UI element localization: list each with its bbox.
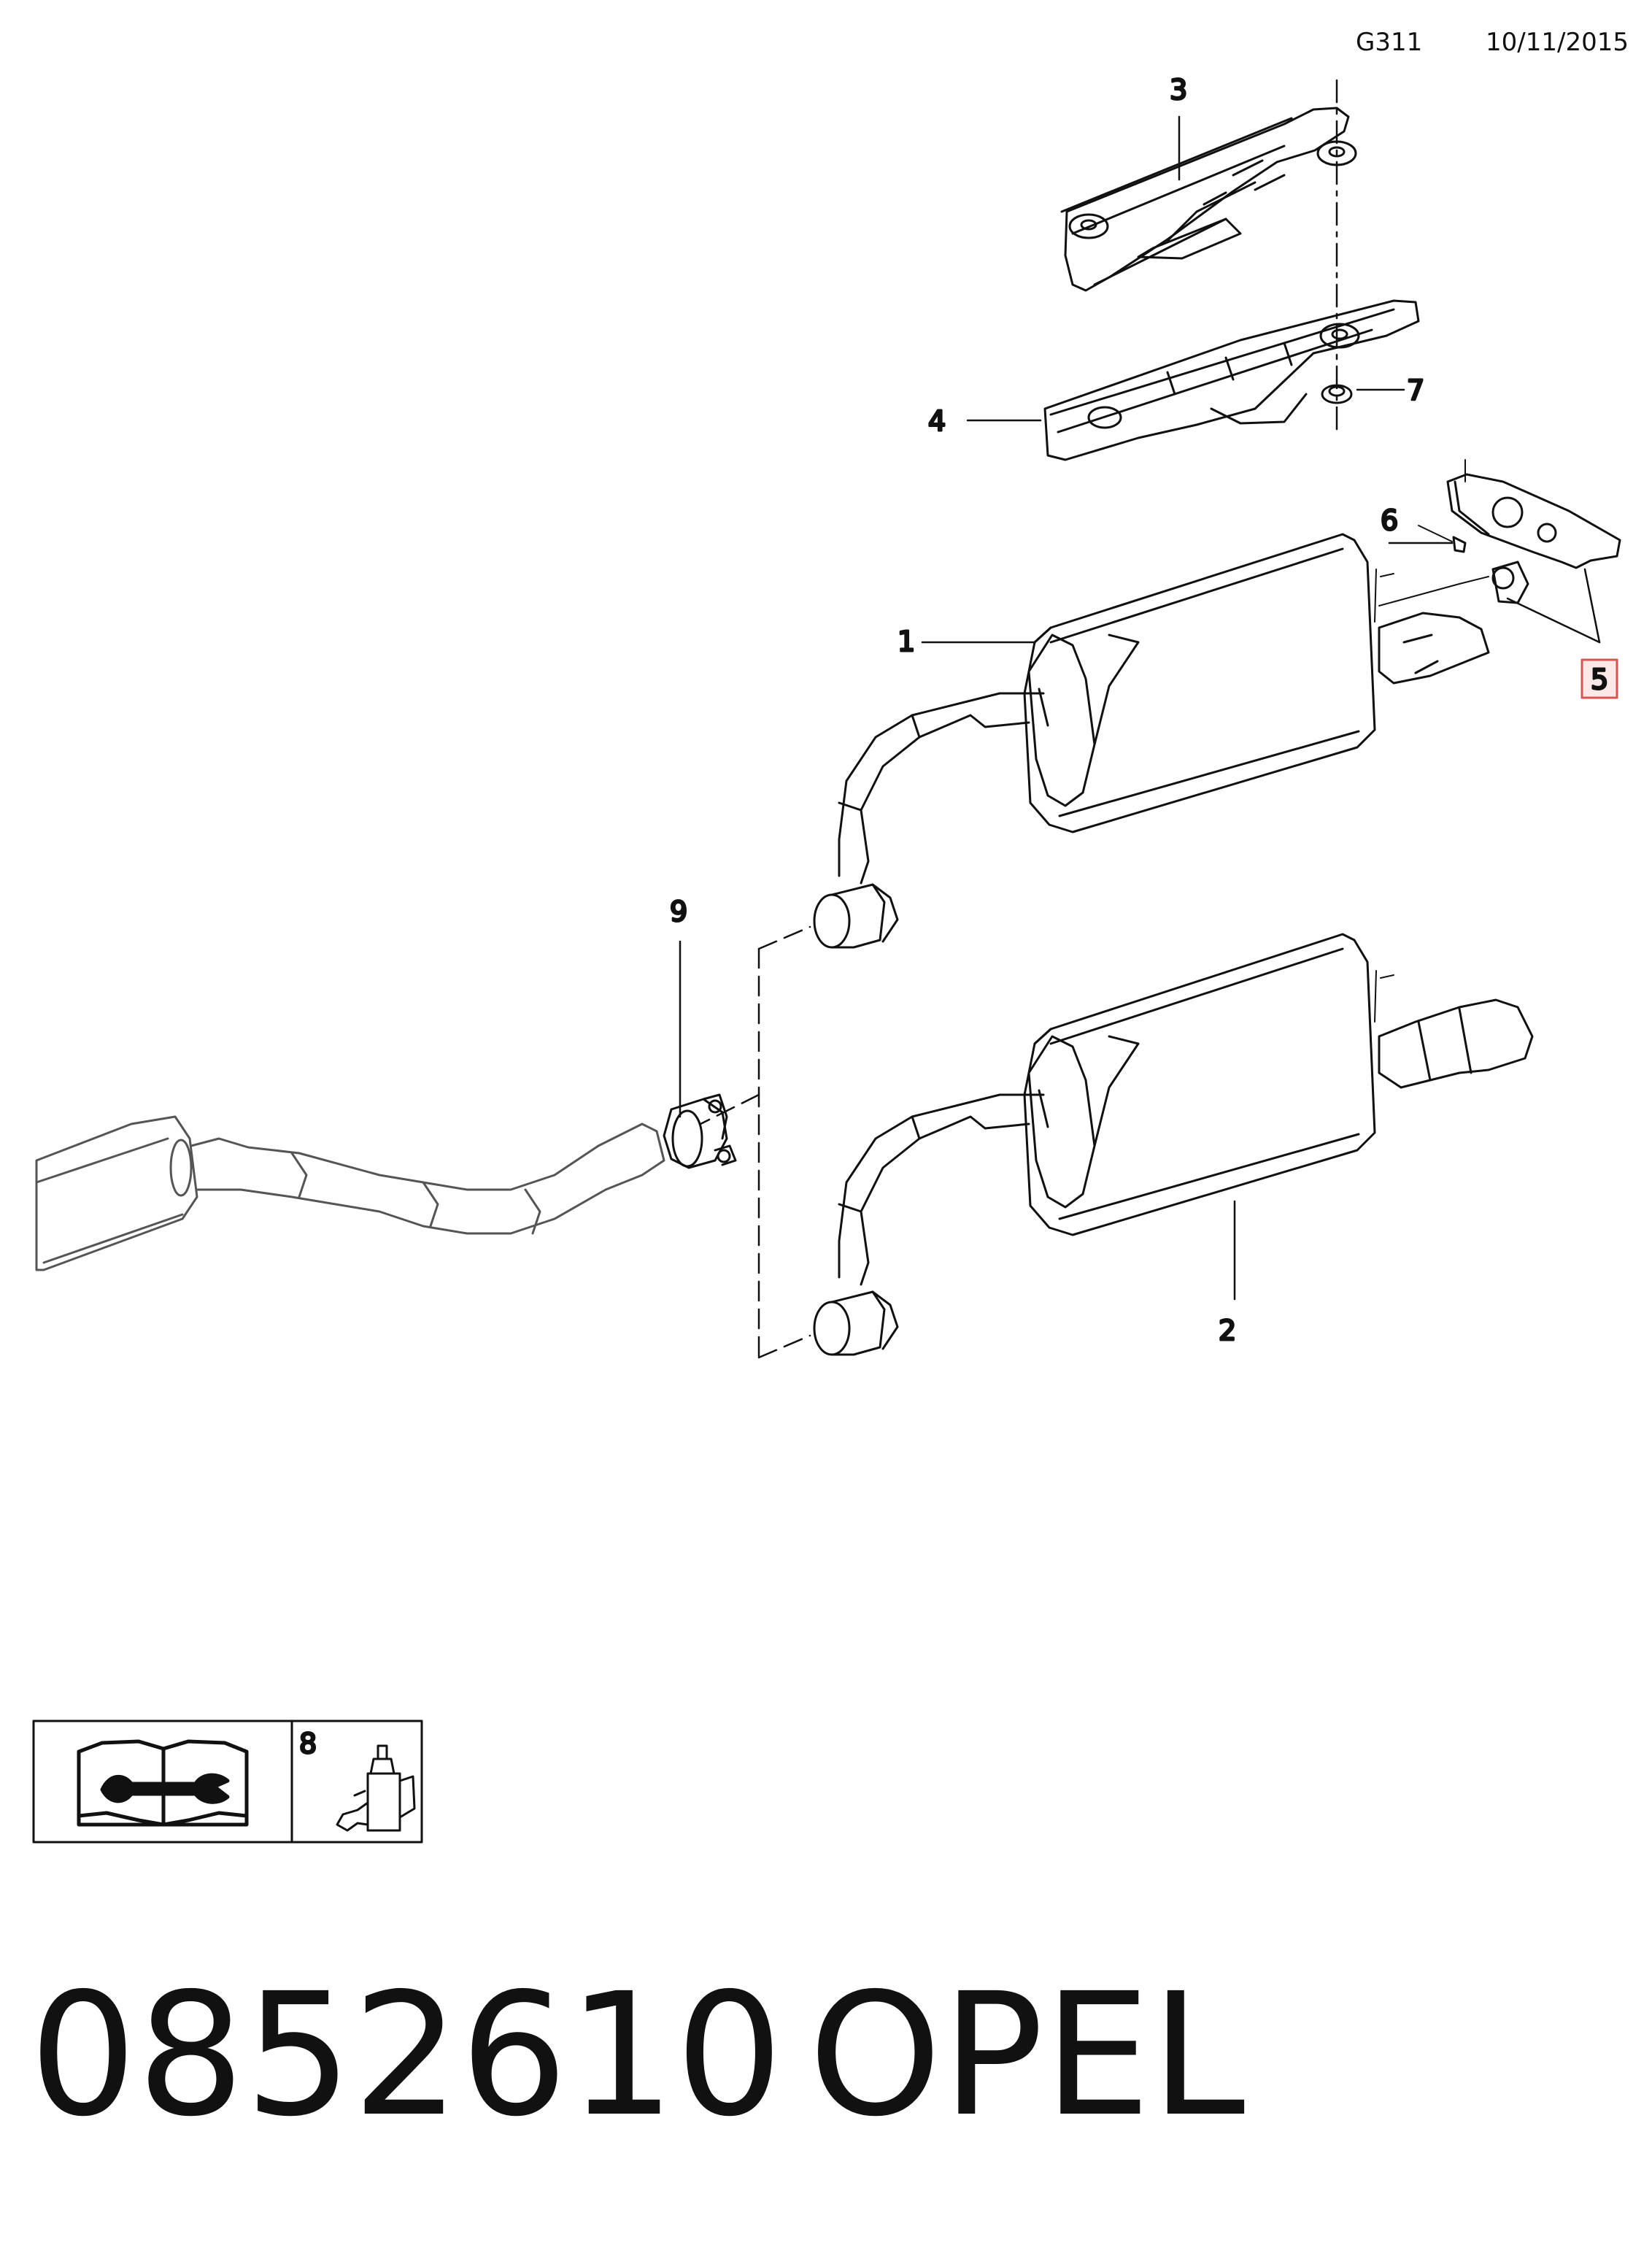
clamp (663, 1093, 737, 1169)
nut (1321, 384, 1353, 404)
callout-3: 3 (1170, 74, 1187, 106)
diagram-code: G311 (1356, 28, 1423, 57)
callout-2: 2 (1219, 1314, 1236, 1347)
mount-bracket (1446, 459, 1621, 604)
legend-box: 8 (32, 1720, 423, 1844)
legend-callout-8: 8 (299, 1728, 317, 1760)
heat-shield-lower (1043, 299, 1420, 461)
heat-shield-upper (1060, 107, 1357, 292)
part-number: 0852610 (29, 1957, 784, 2154)
callout-4: 4 (928, 405, 946, 437)
brand-name: OPEL (808, 1957, 1246, 2154)
service-manual-wrench-icon (77, 1739, 249, 1827)
callout-1: 1 (898, 625, 915, 658)
leader-lines (679, 115, 1601, 1301)
sealant-bottle-icon (336, 1744, 416, 1832)
callout-9: 9 (670, 896, 687, 928)
bolt (1418, 525, 1467, 553)
rear-muffler-2 (813, 933, 1534, 1356)
callout-5-highlight (1580, 658, 1618, 699)
diagram-date: 10/11/2015 (1486, 28, 1629, 57)
rear-muffler-1 (813, 533, 1490, 949)
callout-5: 5 (1591, 663, 1608, 696)
front-exhaust-pipe (35, 1115, 665, 1271)
callout-6: 6 (1381, 504, 1398, 536)
callout-7: 7 (1407, 374, 1424, 407)
